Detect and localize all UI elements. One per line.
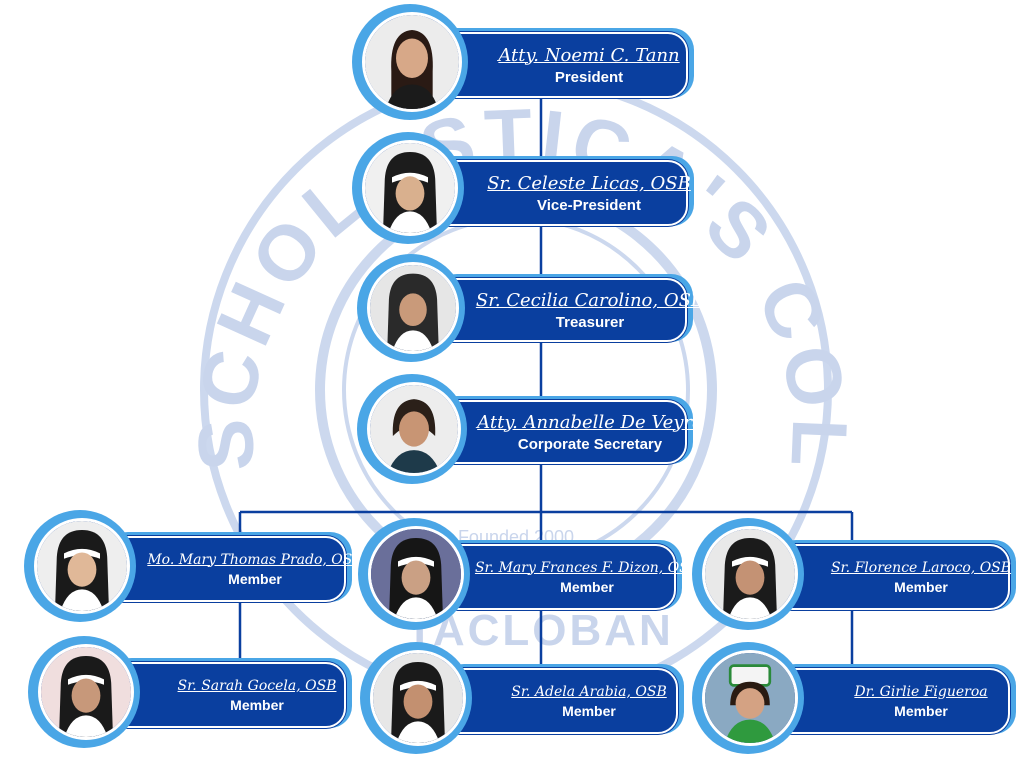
card-member-1: Mo. Mary Thomas Prado, OSB Member	[22, 508, 363, 624]
treasurer-role: Treasurer	[555, 313, 625, 331]
member-4-name: Sr. Sarah Gocela, OSB	[177, 677, 337, 694]
card-member-4: Sr. Sarah Gocela, OSB Member	[26, 634, 356, 750]
card-president: Atty. Noemi C. Tann President	[350, 2, 695, 124]
member-1-photo	[37, 521, 127, 611]
vice-president-name: Sr. Celeste Licas, OSB	[487, 172, 691, 194]
card-corporate-secretary: Atty. Annabelle De Veyra Corporate Secre…	[355, 372, 703, 486]
vice-president-photo	[365, 143, 455, 233]
treasurer-avatar	[367, 262, 459, 354]
member-2-avatar	[368, 526, 464, 622]
member-6-role: Member	[894, 702, 948, 719]
secretary-label-bar: Atty. Annabelle De Veyra Corporate Secre…	[433, 400, 703, 464]
member-4-label-bar: Sr. Sarah Gocela, OSB Member	[108, 662, 346, 728]
member-3-role: Member	[894, 578, 948, 595]
card-treasurer: Sr. Cecilia Carolino, OSB Treasurer	[355, 252, 704, 364]
member-4-avatar	[38, 644, 134, 740]
member-3-name: Sr. Florence Laroco, OSB	[830, 559, 1012, 576]
member-4-photo	[41, 647, 131, 737]
vice-president-role: Vice-President	[537, 196, 641, 214]
vice-president-label-bar: Sr. Celeste Licas, OSB Vice-President	[430, 160, 691, 226]
member-2-label-bar: Sr. Mary Frances F. Dizon, OSB Member	[438, 544, 699, 610]
secretary-avatar	[367, 382, 461, 476]
member-6-name: Dr. Girlie Figueroa	[854, 683, 988, 700]
member-2-role: Member	[560, 578, 614, 595]
treasurer-photo	[370, 265, 456, 351]
card-vice-president: Sr. Celeste Licas, OSB Vice-President	[350, 130, 695, 248]
secretary-photo	[370, 385, 458, 473]
member-4-role: Member	[230, 696, 284, 713]
president-role: President	[554, 68, 624, 86]
member-5-name: Sr. Adela Arabia, OSB	[511, 683, 667, 700]
treasurer-name: Sr. Cecilia Carolino, OSB	[475, 289, 705, 311]
treasurer-label-bar: Sr. Cecilia Carolino, OSB Treasurer	[433, 278, 704, 342]
member-1-label-bar: Mo. Mary Thomas Prado, OSB Member	[104, 536, 363, 602]
card-member-5: Sr. Adela Arabia, OSB Member	[358, 640, 688, 756]
president-avatar	[362, 12, 462, 112]
member-3-label-bar: Sr. Florence Laroco, OSB Member	[772, 544, 1012, 610]
card-member-2: Sr. Mary Frances F. Dizon, OSB Member	[356, 516, 699, 632]
member-6-avatar	[702, 650, 798, 746]
member-5-avatar	[370, 650, 466, 746]
member-6-label-bar: Dr. Girlie Figueroa Member	[772, 668, 1010, 734]
member-5-label-bar: Sr. Adela Arabia, OSB Member	[440, 668, 678, 734]
president-label-bar: Atty. Noemi C. Tann President	[430, 32, 688, 98]
president-photo	[365, 15, 459, 109]
member-5-role: Member	[562, 702, 616, 719]
secretary-role: Corporate Secretary	[517, 435, 663, 453]
member-1-avatar	[34, 518, 130, 614]
card-member-3: Sr. Florence Laroco, OSB Member	[690, 516, 1020, 632]
secretary-name: Atty. Annabelle De Veyra	[477, 411, 703, 433]
member-2-name: Sr. Mary Frances F. Dizon, OSB	[474, 559, 700, 576]
president-name: Atty. Noemi C. Tann	[498, 44, 680, 66]
member-1-name: Mo. Mary Thomas Prado, OSB	[147, 551, 363, 568]
member-5-photo	[373, 653, 463, 743]
member-6-photo	[705, 653, 795, 743]
member-1-role: Member	[228, 570, 282, 587]
vice-president-avatar	[362, 140, 458, 236]
member-2-photo	[371, 529, 461, 619]
member-3-avatar	[702, 526, 798, 622]
card-member-6: Dr. Girlie Figueroa Member	[690, 640, 1020, 756]
member-3-photo	[705, 529, 795, 619]
